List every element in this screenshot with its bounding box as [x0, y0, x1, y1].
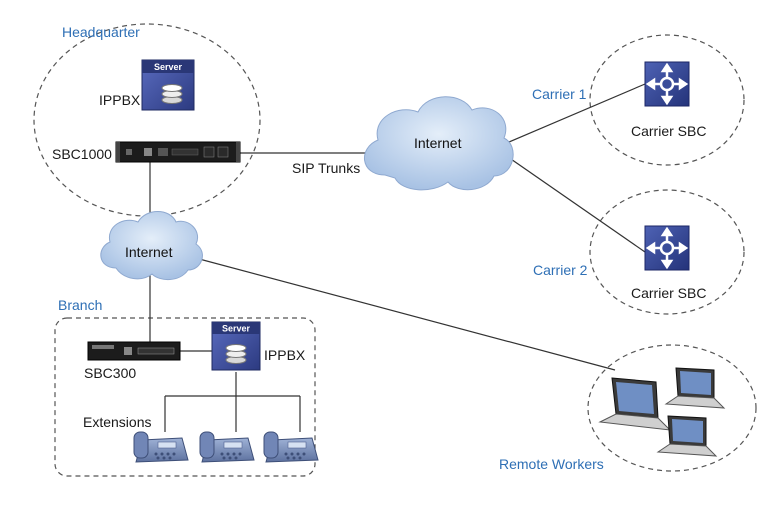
carrier1-region — [589, 34, 745, 166]
internet-cloud-main — [363, 96, 514, 191]
headquarter-region — [33, 23, 261, 217]
remote-workers-link — [187, 255, 616, 371]
server-icon: Server — [141, 59, 195, 111]
sbc1000-label: SBC1000 — [52, 146, 112, 162]
connection-lines — [149, 83, 646, 432]
sbc300-label: SBC300 — [84, 365, 137, 381]
headquarter-label: Headquarter — [62, 24, 140, 40]
carrier2-region — [589, 189, 745, 315]
laptop-icon — [656, 415, 718, 457]
laptop-icon — [664, 367, 726, 409]
sbc1000-device-icon — [115, 141, 241, 163]
laptop-icon — [598, 377, 672, 431]
internet-main-label: Internet — [414, 135, 462, 151]
sbc300-device-icon — [87, 341, 181, 361]
server-icon: Server — [211, 321, 261, 371]
router-icon — [644, 225, 690, 271]
remote-workers-region — [587, 344, 757, 472]
branch-label: Branch — [58, 297, 103, 313]
carrier2-link — [494, 147, 646, 253]
carrier1-link — [494, 83, 646, 149]
ippbx-branch-label: IPPBX — [264, 347, 306, 363]
ippbx-hq-label: IPPBX — [99, 92, 141, 108]
carrier-sbc-2-label: Carrier SBC — [631, 285, 707, 301]
server-badge-label: Server — [154, 62, 183, 72]
phone-icon — [199, 431, 255, 463]
carrier-sbc-1-label: Carrier SBC — [631, 123, 707, 139]
internet-small-label: Internet — [125, 244, 173, 260]
extensions-label: Extensions — [83, 414, 152, 430]
phone-icon — [263, 431, 319, 463]
server-badge-label: Server — [222, 324, 251, 334]
remote-workers-label: Remote Workers — [499, 456, 604, 472]
router-icon — [644, 61, 690, 107]
internet-cloud-small — [100, 211, 203, 280]
sip-trunks-label: SIP Trunks — [292, 160, 361, 176]
carrier2-label: Carrier 2 — [533, 262, 588, 278]
carrier1-label: Carrier 1 — [532, 86, 587, 102]
branch-region — [54, 317, 316, 477]
phone-icon — [133, 431, 189, 463]
